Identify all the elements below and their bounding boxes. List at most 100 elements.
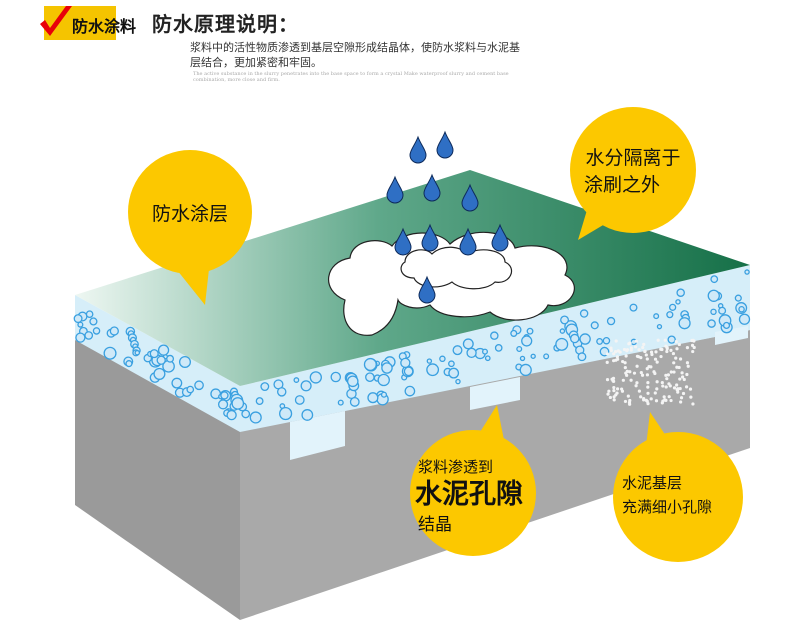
bubble: [678, 317, 691, 330]
bubble: [653, 313, 660, 320]
pore-dot: [612, 395, 616, 399]
bubble: [675, 299, 681, 305]
pore-dot: [655, 380, 659, 384]
pore-dot: [606, 392, 610, 396]
bubble: [134, 349, 141, 356]
pore-dot: [609, 346, 613, 350]
pore-dot: [646, 385, 650, 389]
bubble: [484, 355, 491, 362]
pore-dot: [660, 380, 664, 385]
pore-dot: [642, 342, 646, 346]
pore-dot: [644, 398, 648, 402]
bubble: [309, 371, 322, 384]
water-drop-icon: [409, 135, 427, 164]
pore-dot: [618, 350, 622, 354]
bubble: [178, 355, 192, 368]
pore-dot: [639, 370, 643, 375]
bubble: [519, 355, 526, 362]
bubble: [569, 333, 580, 344]
callout-base-line2: 充满细小孔隙: [622, 498, 712, 516]
bubble: [279, 407, 293, 421]
bubble: [241, 409, 251, 419]
bubble: [75, 332, 86, 343]
bubble: [149, 349, 159, 359]
pore-dot: [662, 395, 666, 399]
bubble: [516, 345, 523, 353]
bubble: [722, 321, 731, 330]
water-drop-icon: [423, 173, 441, 202]
water-drop-icon: [491, 223, 509, 252]
water-drop-icon: [461, 183, 479, 212]
water-drops: [386, 130, 509, 304]
bubble: [718, 306, 727, 315]
pore-dot: [685, 346, 690, 350]
bubble: [125, 360, 133, 368]
pore-dot: [628, 370, 632, 374]
bubble: [707, 289, 720, 302]
pore-dot: [691, 349, 695, 354]
pore-dot: [674, 356, 678, 360]
pore-dot: [649, 397, 653, 401]
pore-notch: [290, 411, 345, 460]
callout-base-line1: 水泥基层: [622, 474, 682, 492]
bubble: [596, 337, 604, 345]
bubble: [156, 355, 166, 365]
pore-dot: [671, 351, 676, 356]
pore-dot: [682, 377, 686, 382]
bubble: [404, 385, 416, 397]
bubble: [559, 328, 566, 334]
pore-dot: [634, 339, 638, 343]
page-title: 防水原理说明：: [152, 12, 299, 36]
callout-isolation-line1: 水分隔离于: [585, 147, 680, 169]
bubble: [301, 409, 314, 421]
bubble: [519, 363, 532, 377]
pore-dot: [621, 378, 625, 382]
pore-dot: [612, 385, 616, 390]
bubble: [521, 335, 533, 347]
bubble: [669, 303, 677, 311]
pore-dot: [672, 361, 676, 365]
pore-dot: [654, 399, 659, 403]
pore-dot: [608, 395, 612, 400]
bubble: [380, 391, 388, 398]
pore-dot: [655, 387, 659, 391]
bubble: [606, 316, 616, 326]
pore-dot: [605, 352, 609, 356]
pore-dot: [646, 402, 650, 406]
bubble: [367, 392, 379, 404]
bubble: [400, 357, 411, 369]
bubble: [462, 338, 474, 350]
pore-dot: [624, 354, 628, 358]
pore-dot: [626, 394, 630, 398]
pore-dot: [678, 386, 682, 391]
pore-dot: [612, 359, 616, 363]
bubble: [300, 380, 312, 392]
bubble: [455, 378, 461, 385]
pore-dot: [613, 350, 618, 354]
pore-dot: [661, 399, 665, 403]
pore-dot: [612, 352, 616, 356]
pore-dot: [625, 348, 630, 352]
bubble: [738, 306, 745, 313]
bubble: [84, 331, 94, 340]
bubble: [77, 321, 84, 328]
bubble: [656, 323, 663, 330]
pore-dot: [689, 395, 693, 399]
pore-dot: [642, 398, 646, 402]
pore-dot: [635, 364, 639, 368]
bubble: [439, 355, 446, 363]
pore-dot: [635, 381, 639, 385]
pore-dot: [629, 378, 633, 382]
bubble: [629, 303, 638, 312]
pore-dot: [692, 339, 696, 343]
pore-dot: [676, 388, 680, 392]
pore-dot: [659, 347, 663, 351]
pore-dot: [649, 350, 654, 354]
coating-layer: [75, 265, 750, 432]
pore-dot: [669, 398, 673, 403]
bubble: [231, 397, 245, 410]
callout-coating: 防水涂层: [128, 150, 252, 305]
pore-dot: [623, 366, 627, 370]
pore-dot: [684, 385, 689, 389]
pore-dot: [622, 347, 627, 352]
